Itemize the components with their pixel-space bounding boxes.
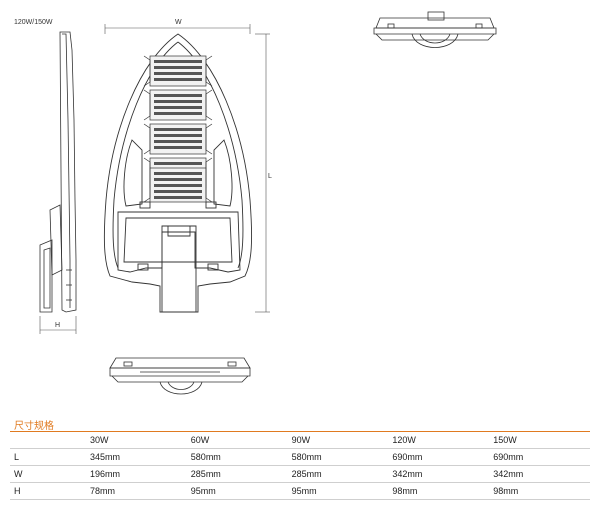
spec-cell: 95mm [186,482,288,500]
spec-row-height: H 78mm 95mm 95mm 98mm 98mm [10,482,590,500]
spec-cell: 95mm [287,482,389,500]
end-view-top [373,11,497,48]
height-dimension [39,316,77,334]
spec-cell: 98mm [388,482,490,500]
side-view [39,31,77,313]
spec-cell: 285mm [186,465,288,483]
spec-header-row: 30W 60W 90W 120W 150W [10,432,590,449]
spec-cell: 580mm [186,448,288,466]
module-brackets [143,55,213,203]
side-view-label: 120W/150W [14,19,53,26]
led-module-dots [154,60,202,199]
spec-cell: 342mm [489,465,590,483]
technical-drawing: 120W/150W H W L [14,11,497,395]
spec-header-cell: 30W [86,432,187,449]
spec-cell: 690mm [388,448,490,466]
spec-cell: 196mm [86,465,187,483]
width-dimension-label: W [175,19,182,26]
end-view-bottom [109,357,251,395]
spec-cell: 285mm [287,465,389,483]
spec-header-cell: 90W [287,432,389,449]
spec-header-cell: 120W [388,432,490,449]
width-dimension [104,24,251,34]
spec-cell: 580mm [287,448,389,466]
height-dimension-label: H [55,322,60,329]
spec-divider [10,431,590,432]
spec-header-cell: 150W [489,432,590,449]
spec-row-width: W 196mm 285mm 285mm 342mm 342mm [10,465,590,483]
spec-header-cell: 60W [186,432,288,449]
spec-cell: 342mm [388,465,490,483]
spec-cell: 690mm [489,448,590,466]
spec-table: 30W 60W 90W 120W 150W L 345mm 580mm 580m… [10,432,590,500]
spec-row-label: L [10,448,86,466]
spec-header-cell [10,432,86,449]
length-dimension-label: L [268,173,272,180]
length-dimension [255,33,270,313]
spec-row-length: L 345mm 580mm 580mm 690mm 690mm [10,448,590,466]
spec-cell: 345mm [86,448,187,466]
spec-row-label: W [10,465,86,483]
spec-section-title: 尺寸规格 [14,421,54,432]
spec-row-label: H [10,482,86,500]
spec-cell: 98mm [489,482,590,500]
spec-cell: 78mm [86,482,187,500]
